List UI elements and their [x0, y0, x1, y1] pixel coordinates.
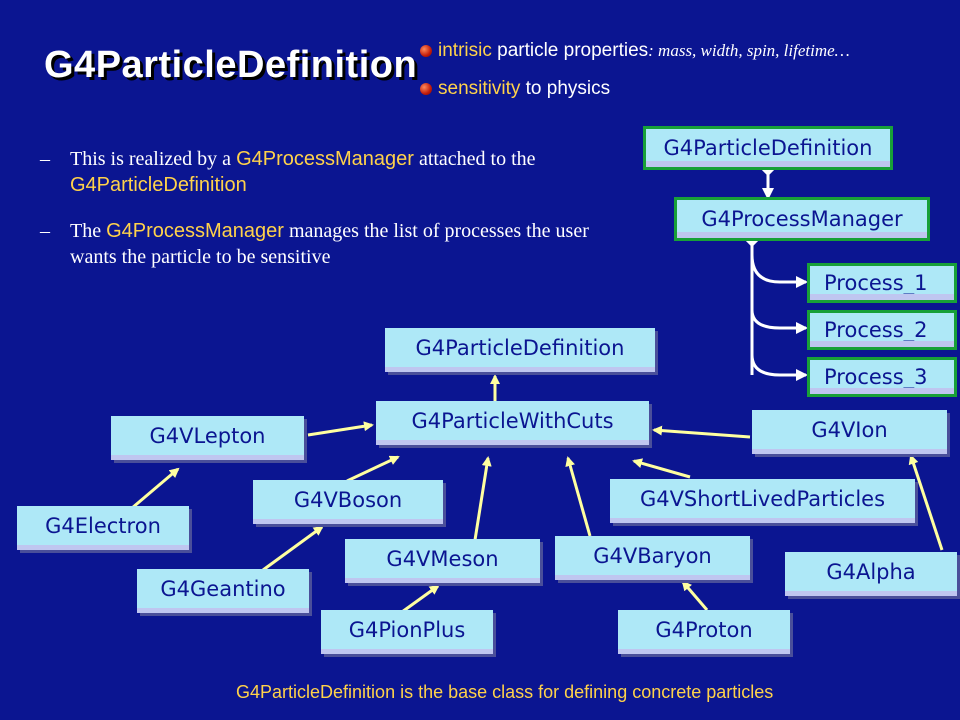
- box-geantino: G4Geantino: [137, 569, 309, 613]
- box-particle-definition: G4ParticleDefinition: [385, 328, 655, 372]
- box-vlepton: G4VLepton: [111, 416, 304, 460]
- arrow-meson-to-withcuts: [473, 456, 492, 541]
- bullet-icon: [420, 83, 432, 95]
- bullet-highlight: intrisic: [438, 40, 492, 61]
- bullet-text: particle properties: [491, 40, 649, 61]
- box-pionplus: G4PionPlus: [321, 610, 493, 654]
- arrow-process-2: [750, 309, 808, 334]
- arrow-ion-to-withcuts: [652, 425, 751, 439]
- bullet-highlight: sensitivity: [438, 78, 521, 99]
- box-vbaryon: G4VBaryon: [555, 536, 750, 580]
- pd-process-2: Process_2: [807, 310, 957, 350]
- arrow-electron-to-lepton: [131, 467, 180, 510]
- box-electron: G4Electron: [17, 506, 189, 550]
- arrow-boson-to-withcuts: [346, 455, 400, 483]
- box-vmeson: G4VMeson: [345, 539, 540, 583]
- box-vshortlived: G4VShortLivedParticles: [610, 479, 915, 523]
- bullet-text: to physics: [520, 78, 611, 99]
- arrow-geantino-to-boson: [262, 525, 324, 572]
- arrow-process-1: [750, 254, 808, 288]
- bullet-icon: [420, 45, 432, 57]
- arrow-baryon-to-withcuts: [565, 456, 592, 537]
- page-title: G4ParticleDefinition: [44, 44, 418, 86]
- box-particle-with-cuts: G4ParticleWithCuts: [376, 401, 649, 445]
- pd-particle-definition: G4ParticleDefinition: [643, 126, 893, 170]
- arrow-shortlived-to-withcuts: [632, 458, 691, 479]
- arrow-process-3: [750, 354, 808, 381]
- arrow-lepton-to-withcuts: [307, 421, 374, 437]
- footer-note: G4ParticleDefinition is the base class f…: [236, 682, 774, 702]
- box-proton: G4Proton: [618, 610, 790, 654]
- box-alpha: G4Alpha: [785, 552, 957, 596]
- box-vboson: G4VBoson: [253, 480, 443, 524]
- bullet-italic: : mass, width, spin, lifetime…: [648, 41, 850, 60]
- arrow-alpha-to-ion: [908, 454, 944, 551]
- pd-process-manager: G4ProcessManager: [674, 197, 930, 241]
- box-vion: G4VIon: [752, 410, 947, 454]
- pd-process-3: Process_3: [807, 357, 957, 397]
- arrow-proton-to-baryon: [681, 580, 709, 611]
- pd-process-1: Process_1: [807, 263, 957, 303]
